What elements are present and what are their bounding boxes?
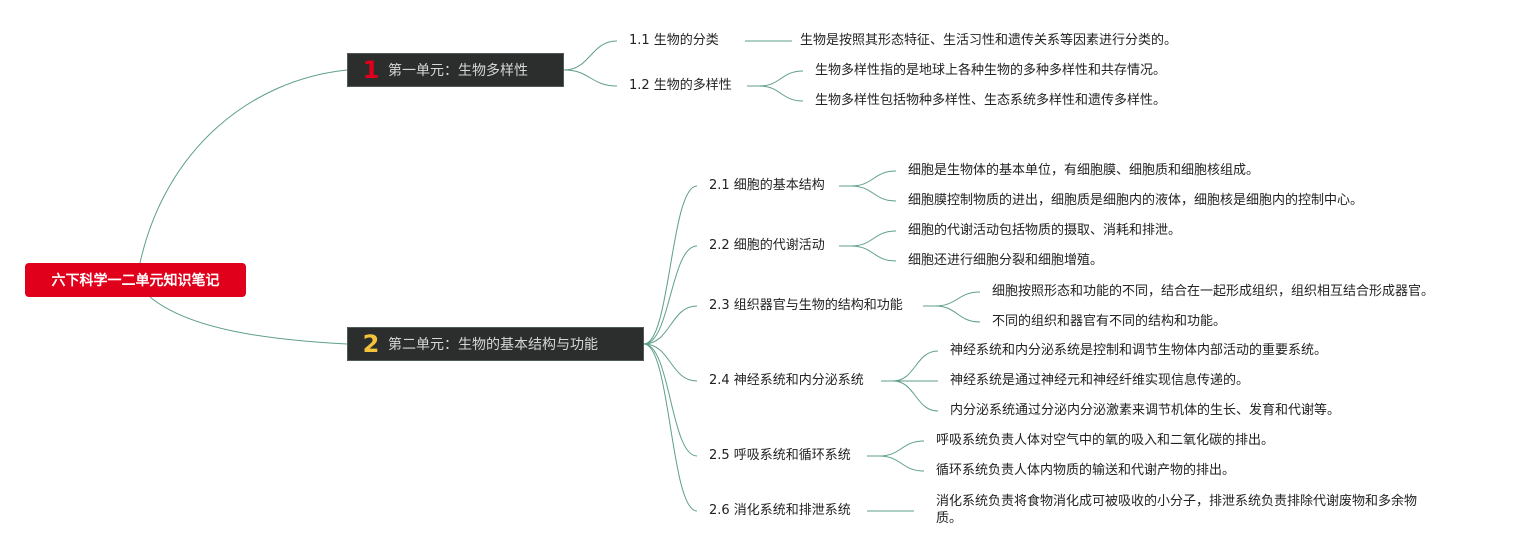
topic-1-1[interactable]: 1.1 生物的分类 — [629, 33, 719, 48]
leaf-2-1-1[interactable]: 细胞是生物体的基本单位，有细胞膜、细胞质和细胞核组成。 — [908, 163, 1260, 178]
connector-curve — [850, 170, 897, 187]
connector-curve — [643, 305, 698, 345]
connector-curve — [643, 343, 698, 512]
unit-2-node[interactable]: 2 第二单元：生物的基本结构与功能 — [347, 327, 644, 361]
leaf-2-4-3[interactable]: 内分泌系统通过分泌内分泌激素来调节机体的生长、发育和代谢等。 — [950, 403, 1341, 418]
connector-curve — [563, 69, 618, 87]
leaf-2-3-2[interactable]: 不同的组织和器官有不同的结构和功能。 — [992, 314, 1227, 329]
connector-curve — [892, 350, 939, 382]
leaf-2-3-1[interactable]: 细胞按照形态和功能的不同，结合在一起形成组织，组织相互结合形成器官。 — [992, 284, 1435, 299]
connector-curve — [850, 230, 897, 247]
topic-1-2[interactable]: 1.2 生物的多样性 — [629, 78, 732, 93]
connector-curve — [892, 380, 939, 412]
unit-2-title: 第二单元：生物的基本结构与功能 — [388, 337, 598, 353]
connector-curve — [139, 69, 348, 264]
leaf-1-1-1[interactable]: 生物是按照其形态特征、生活习性和遗传关系等因素进行分类的。 — [800, 33, 1178, 48]
leaf-2-4-2[interactable]: 神经系统是通过神经元和神经纤维实现信息传递的。 — [950, 373, 1250, 388]
connector-curve — [643, 343, 698, 457]
leaf-2-5-1[interactable]: 呼吸系统负责人体对空气中的氧的吸入和二氧化碳的排出。 — [936, 433, 1275, 448]
topic-2-5[interactable]: 2.5 呼吸系统和循环系统 — [709, 448, 851, 463]
connector-curve — [934, 305, 981, 323]
leaf-2-5-2[interactable]: 循环系统负责人体内物质的输送和代谢产物的排出。 — [936, 463, 1236, 478]
unit-1-node[interactable]: 1 第一单元：生物多样性 — [347, 53, 564, 87]
connector-curve — [643, 245, 698, 345]
connector-curve — [643, 185, 698, 345]
leaf-1-2-1[interactable]: 生物多样性指的是地球上各种生物的多种多样性和共存情况。 — [815, 63, 1167, 78]
connector-curve — [149, 296, 348, 345]
leaf-2-6-1[interactable]: 消化系统负责将食物消化成可被吸收的小分子，排泄系统负责排除代谢废物和多余物质。 — [936, 494, 1418, 526]
topic-2-2[interactable]: 2.2 细胞的代谢活动 — [709, 238, 825, 253]
leaf-2-1-2[interactable]: 细胞膜控制物质的进出，细胞质是细胞内的液体，细胞核是细胞内的控制中心。 — [908, 193, 1364, 208]
unit-1-number-badge: 1 — [362, 56, 380, 84]
connector-curve — [758, 70, 804, 87]
leaf-2-2-1[interactable]: 细胞的代谢活动包括物质的摄取、消耗和排泄。 — [908, 223, 1182, 238]
connector-curve — [850, 245, 897, 262]
leaf-2-4-1[interactable]: 神经系统和内分泌系统是控制和调节生物体内部活动的重要系统。 — [950, 343, 1328, 358]
connector-curve — [643, 343, 698, 382]
root-node[interactable]: 六下科学一二单元知识笔记 — [25, 263, 246, 297]
topic-2-4[interactable]: 2.4 神经系统和内分泌系统 — [709, 373, 864, 388]
connector-curve — [850, 185, 897, 202]
connector-curve — [934, 291, 981, 307]
topic-2-6[interactable]: 2.6 消化系统和排泄系统 — [709, 503, 851, 518]
connector-curve — [563, 40, 618, 71]
topic-2-1[interactable]: 2.1 细胞的基本结构 — [709, 178, 825, 193]
leaf-2-2-2[interactable]: 细胞还进行细胞分裂和细胞增殖。 — [908, 253, 1104, 268]
topic-2-3[interactable]: 2.3 组织器官与生物的结构和功能 — [709, 298, 903, 313]
connector-curve — [878, 440, 925, 457]
leaf-1-2-2[interactable]: 生物多样性包括物种多样性、生态系统多样性和遗传多样性。 — [815, 93, 1167, 108]
connector-curve — [758, 85, 804, 102]
unit-1-title: 第一单元：生物多样性 — [388, 63, 528, 79]
connector-curve — [878, 455, 925, 472]
unit-2-number-badge: 2 — [362, 330, 380, 358]
